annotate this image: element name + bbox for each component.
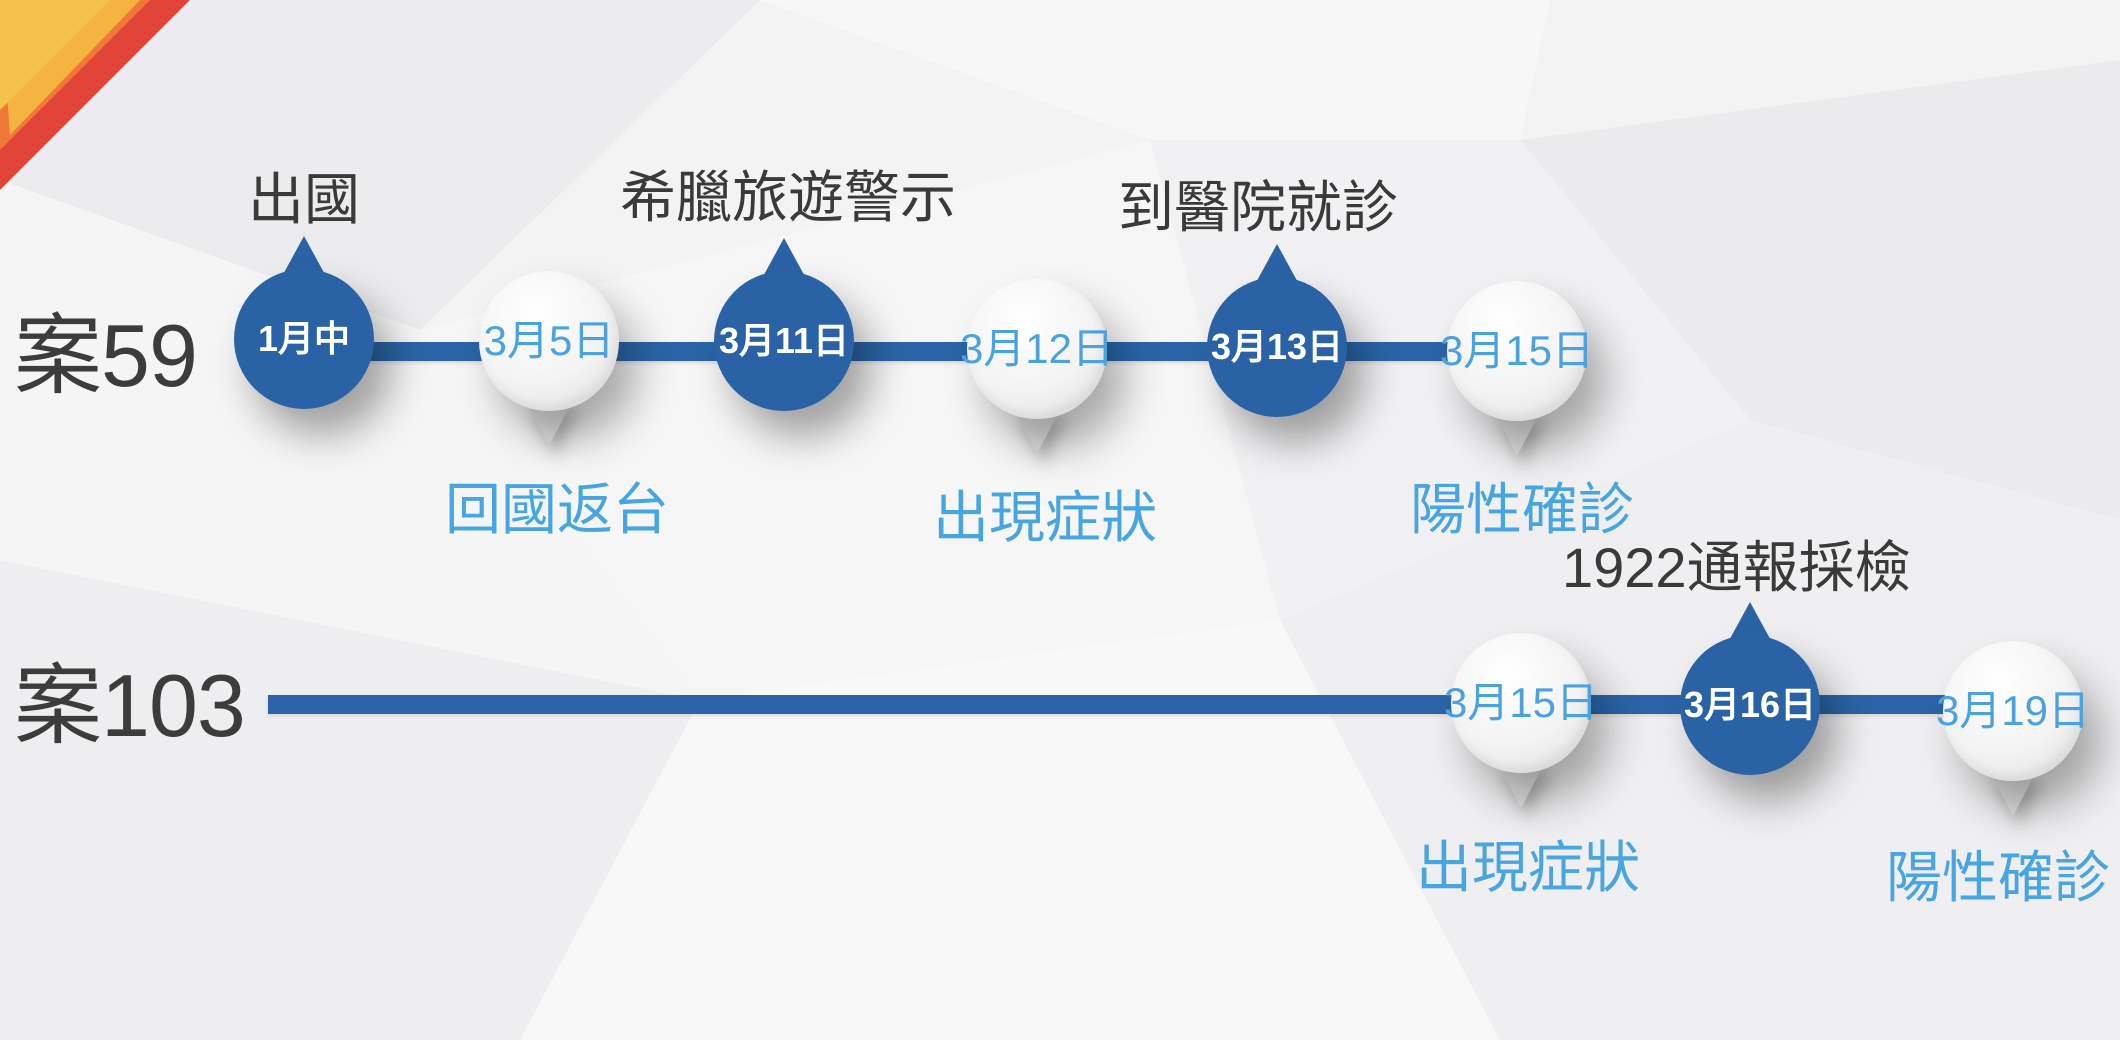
event-label-103-1: 出現症狀	[1416, 836, 1640, 899]
event-marker-103-1: 3月15日	[1444, 628, 1598, 808]
event-date-59-6: 3月15日	[1439, 327, 1595, 374]
event-date-59-4: 3月12日	[959, 325, 1115, 372]
event-label-59-4: 出現症狀	[933, 486, 1157, 549]
event-label-103-3: 陽性確診	[1886, 846, 2110, 909]
event-label-59-1: 出國	[248, 168, 360, 231]
event-label-59-6: 陽性確診	[1410, 478, 1634, 541]
event-date-59-1: 1月中	[257, 318, 351, 359]
event-label-59-3: 希臘旅遊警示	[620, 166, 956, 229]
event-marker-59-1: 1月中	[229, 236, 379, 414]
event-date-103-3: 3月19日	[1935, 687, 2091, 734]
event-marker-59-4: 3月12日	[960, 274, 1114, 454]
event-marker-59-2: 3月5日	[474, 266, 624, 446]
event-label-59-2: 回國返台	[445, 478, 669, 541]
event-date-59-2: 3月5日	[483, 317, 615, 364]
case-label-103: 案103	[14, 656, 246, 755]
event-marker-103-2: 3月16日	[1675, 602, 1825, 780]
case-label-59: 案59	[14, 306, 198, 405]
event-date-59-5: 3月13日	[1210, 326, 1344, 367]
corner-accent	[0, 0, 190, 190]
event-marker-59-5: 3月13日	[1202, 244, 1352, 422]
event-date-103-2: 3月16日	[1683, 684, 1817, 725]
event-label-59-5: 到醫院就診	[1118, 176, 1398, 239]
event-marker-103-3: 3月19日	[1936, 636, 2090, 816]
event-label-103-2: 1922通報採檢	[1562, 536, 1911, 599]
event-marker-59-3: 3月11日	[709, 238, 859, 416]
event-date-59-3: 3月11日	[718, 320, 850, 361]
event-date-103-1: 3月15日	[1443, 679, 1599, 726]
event-marker-59-6: 3月15日	[1440, 276, 1594, 456]
